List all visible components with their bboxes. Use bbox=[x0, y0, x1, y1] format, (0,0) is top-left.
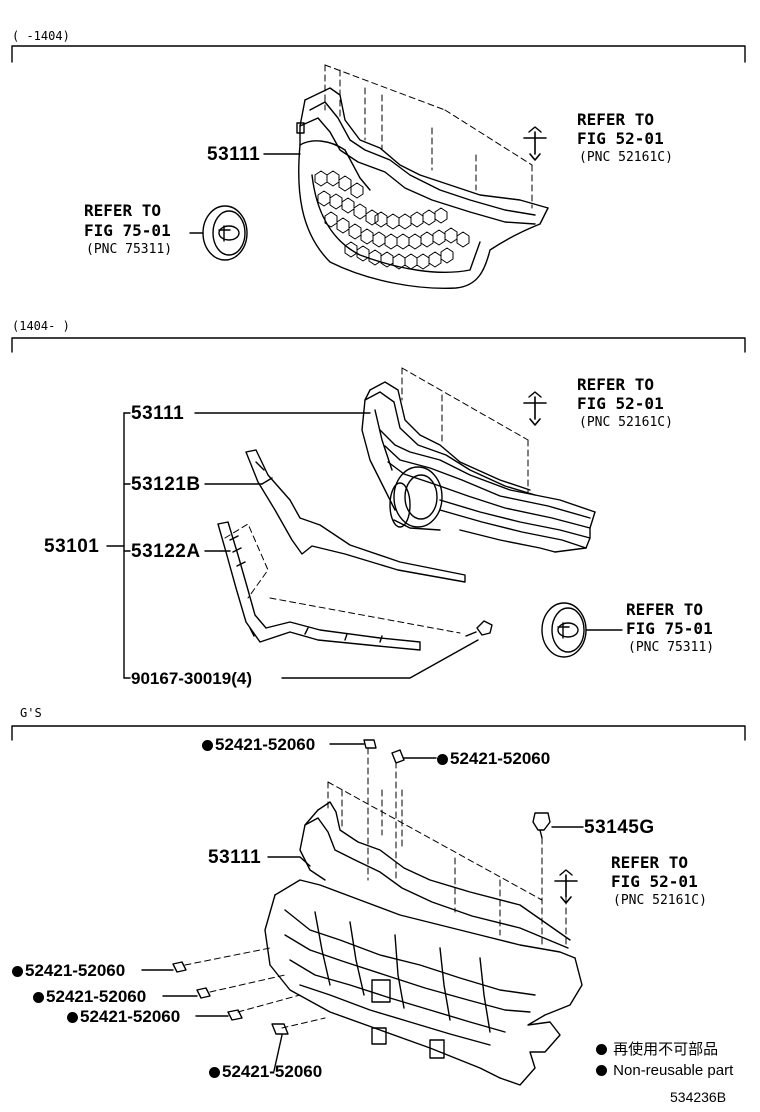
section-2-label: (1404- ) bbox=[12, 319, 70, 333]
part-number-90167[interactable]: 90167-30019(4) bbox=[131, 669, 252, 688]
ref-clip-s3-line3: (PNC 52161C) bbox=[613, 893, 707, 908]
ref-emblem-s2-line3: (PNC 75311) bbox=[628, 640, 715, 655]
ref-clip-s1-line2[interactable]: FIG 52-01 bbox=[577, 129, 664, 148]
legend-dot-icon bbox=[596, 1065, 607, 1076]
ref-emblem-s1-line2[interactable]: FIG 75-01 bbox=[84, 221, 171, 240]
assembly-bracket bbox=[106, 412, 131, 679]
non-reusable-dot-icon bbox=[33, 992, 44, 1003]
screw-90167 bbox=[281, 620, 493, 679]
part-number-53101[interactable]: 53101 bbox=[44, 536, 100, 557]
part-number-53111-s1[interactable]: 53111 bbox=[207, 144, 261, 165]
ref-clip-s1-line3: (PNC 52161C) bbox=[579, 150, 673, 165]
non-reusable-dot-icon bbox=[202, 740, 213, 751]
non-reusable-dot-icon bbox=[12, 966, 23, 977]
emblem-late bbox=[541, 602, 623, 658]
section-2-frame bbox=[11, 337, 746, 353]
ref-clip-s2-line2[interactable]: FIG 52-01 bbox=[577, 394, 664, 413]
legend-en: Non-reusable part bbox=[596, 1063, 733, 1078]
emblem-early bbox=[189, 205, 248, 261]
ref-emblem-s1-line3: (PNC 75311) bbox=[86, 242, 173, 257]
grille-53111-gs bbox=[141, 739, 584, 1086]
non-reusable-dot-icon bbox=[67, 1012, 78, 1023]
grille-53111-early bbox=[263, 64, 549, 289]
clip-52421-b[interactable]: 52421-52060 bbox=[437, 750, 550, 767]
clip-52421-e[interactable]: 52421-52060 bbox=[67, 1008, 180, 1025]
ref-clip-s2-line3: (PNC 52161C) bbox=[579, 415, 673, 430]
ref-clip-s1-line1[interactable]: REFER TO bbox=[577, 110, 655, 129]
part-number-53145G[interactable]: 53145G bbox=[584, 817, 655, 838]
ref-emblem-s2-line2[interactable]: FIG 75-01 bbox=[626, 619, 713, 638]
molding-53121B bbox=[204, 449, 466, 583]
grille-53111-late bbox=[194, 367, 596, 553]
clip-52421-c[interactable]: 52421-52060 bbox=[12, 962, 125, 979]
clip-52421-f[interactable]: 52421-52060 bbox=[209, 1063, 322, 1080]
section-3-frame bbox=[11, 725, 746, 741]
part-number-53111-s3[interactable]: 53111 bbox=[208, 847, 262, 868]
section-1-frame bbox=[11, 45, 746, 63]
clip-52421-d[interactable]: 52421-52060 bbox=[33, 988, 146, 1005]
ref-emblem-s1-line1[interactable]: REFER TO bbox=[84, 201, 162, 220]
non-reusable-dot-icon bbox=[209, 1067, 220, 1078]
clip-52421-a[interactable]: 52421-52060 bbox=[202, 736, 315, 753]
section-3-label: G'S bbox=[20, 706, 42, 720]
non-reusable-dot-icon bbox=[437, 754, 448, 765]
part-number-53111-s2[interactable]: 53111 bbox=[131, 403, 185, 424]
figure-id: 534236B bbox=[670, 1089, 727, 1105]
section-1-label: ( -1404) bbox=[12, 29, 70, 43]
ref-clip-s2-line1[interactable]: REFER TO bbox=[577, 375, 655, 394]
legend-jp: 再使用不可部品 bbox=[596, 1042, 718, 1057]
ref-emblem-s2-line1[interactable]: REFER TO bbox=[626, 600, 704, 619]
ref-clip-s3-line2[interactable]: FIG 52-01 bbox=[611, 872, 698, 891]
ref-clip-s3-line1[interactable]: REFER TO bbox=[611, 853, 689, 872]
molding-53122A bbox=[204, 521, 461, 651]
legend-dot-icon bbox=[596, 1044, 607, 1055]
part-number-53122A[interactable]: 53122A bbox=[131, 541, 201, 562]
part-number-53121B[interactable]: 53121B bbox=[131, 474, 201, 495]
